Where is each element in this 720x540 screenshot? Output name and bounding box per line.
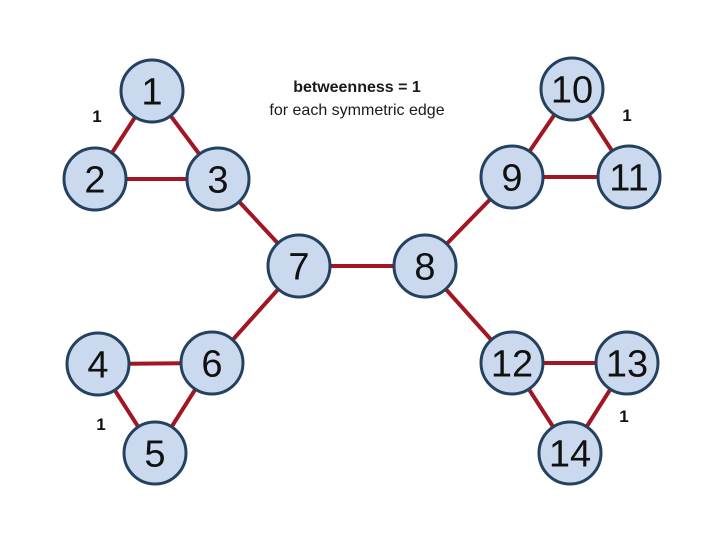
caption-line1: betweenness = 1 [293,79,421,96]
graph-node-4: 4 [65,331,131,397]
node-label-13: 13 [606,344,648,386]
node-label-1: 1 [141,72,162,114]
edge-weight-label-1: 1 [622,106,631,125]
node-circle-7 [266,233,332,299]
node-label-7: 7 [288,247,309,289]
node-circle-13 [594,330,660,396]
node-circle-5 [122,420,188,486]
edge-weight-label-0: 1 [92,107,101,126]
graph-node-1: 1 [119,58,185,124]
node-circle-14 [537,420,603,486]
graph-node-9: 9 [479,144,545,210]
node-circle-12 [479,330,545,396]
node-label-14: 14 [549,434,591,476]
graph-node-6: 6 [179,330,245,396]
node-circle-10 [539,56,605,122]
node-circle-1 [119,58,185,124]
caption: betweenness = 1 for each symmetric edge [217,76,497,122]
node-circle-2 [62,146,128,212]
caption-line2: for each symmetric edge [269,102,445,120]
graph-node-5: 5 [122,420,188,486]
node-circle-9 [479,144,545,210]
node-label-6: 6 [201,344,222,386]
node-circle-3 [185,146,251,212]
node-label-11: 11 [609,158,648,200]
graph-node-8: 8 [392,233,458,299]
graph-node-13: 13 [594,330,660,396]
graph-node-14: 14 [537,420,603,486]
node-label-10: 10 [551,70,593,112]
node-label-4: 4 [87,345,108,387]
node-circle-6 [179,330,245,396]
graph-node-11: 11 [596,144,662,210]
graph-node-10: 10 [539,56,605,122]
node-label-3: 3 [207,160,228,202]
edge-weight-label-3: 1 [619,407,628,426]
node-circle-8 [392,233,458,299]
node-label-2: 2 [84,160,105,202]
graph-node-2: 2 [62,146,128,212]
graph-node-12: 12 [479,330,545,396]
node-circle-11 [596,144,662,210]
node-label-12: 12 [491,344,533,386]
node-label-9: 9 [501,158,522,200]
node-circle-4 [65,331,131,397]
graph-node-3: 3 [185,146,251,212]
node-label-5: 5 [144,434,165,476]
edge-weight-label-2: 1 [96,415,105,434]
graph-node-7: 7 [266,233,332,299]
node-label-8: 8 [414,247,435,289]
